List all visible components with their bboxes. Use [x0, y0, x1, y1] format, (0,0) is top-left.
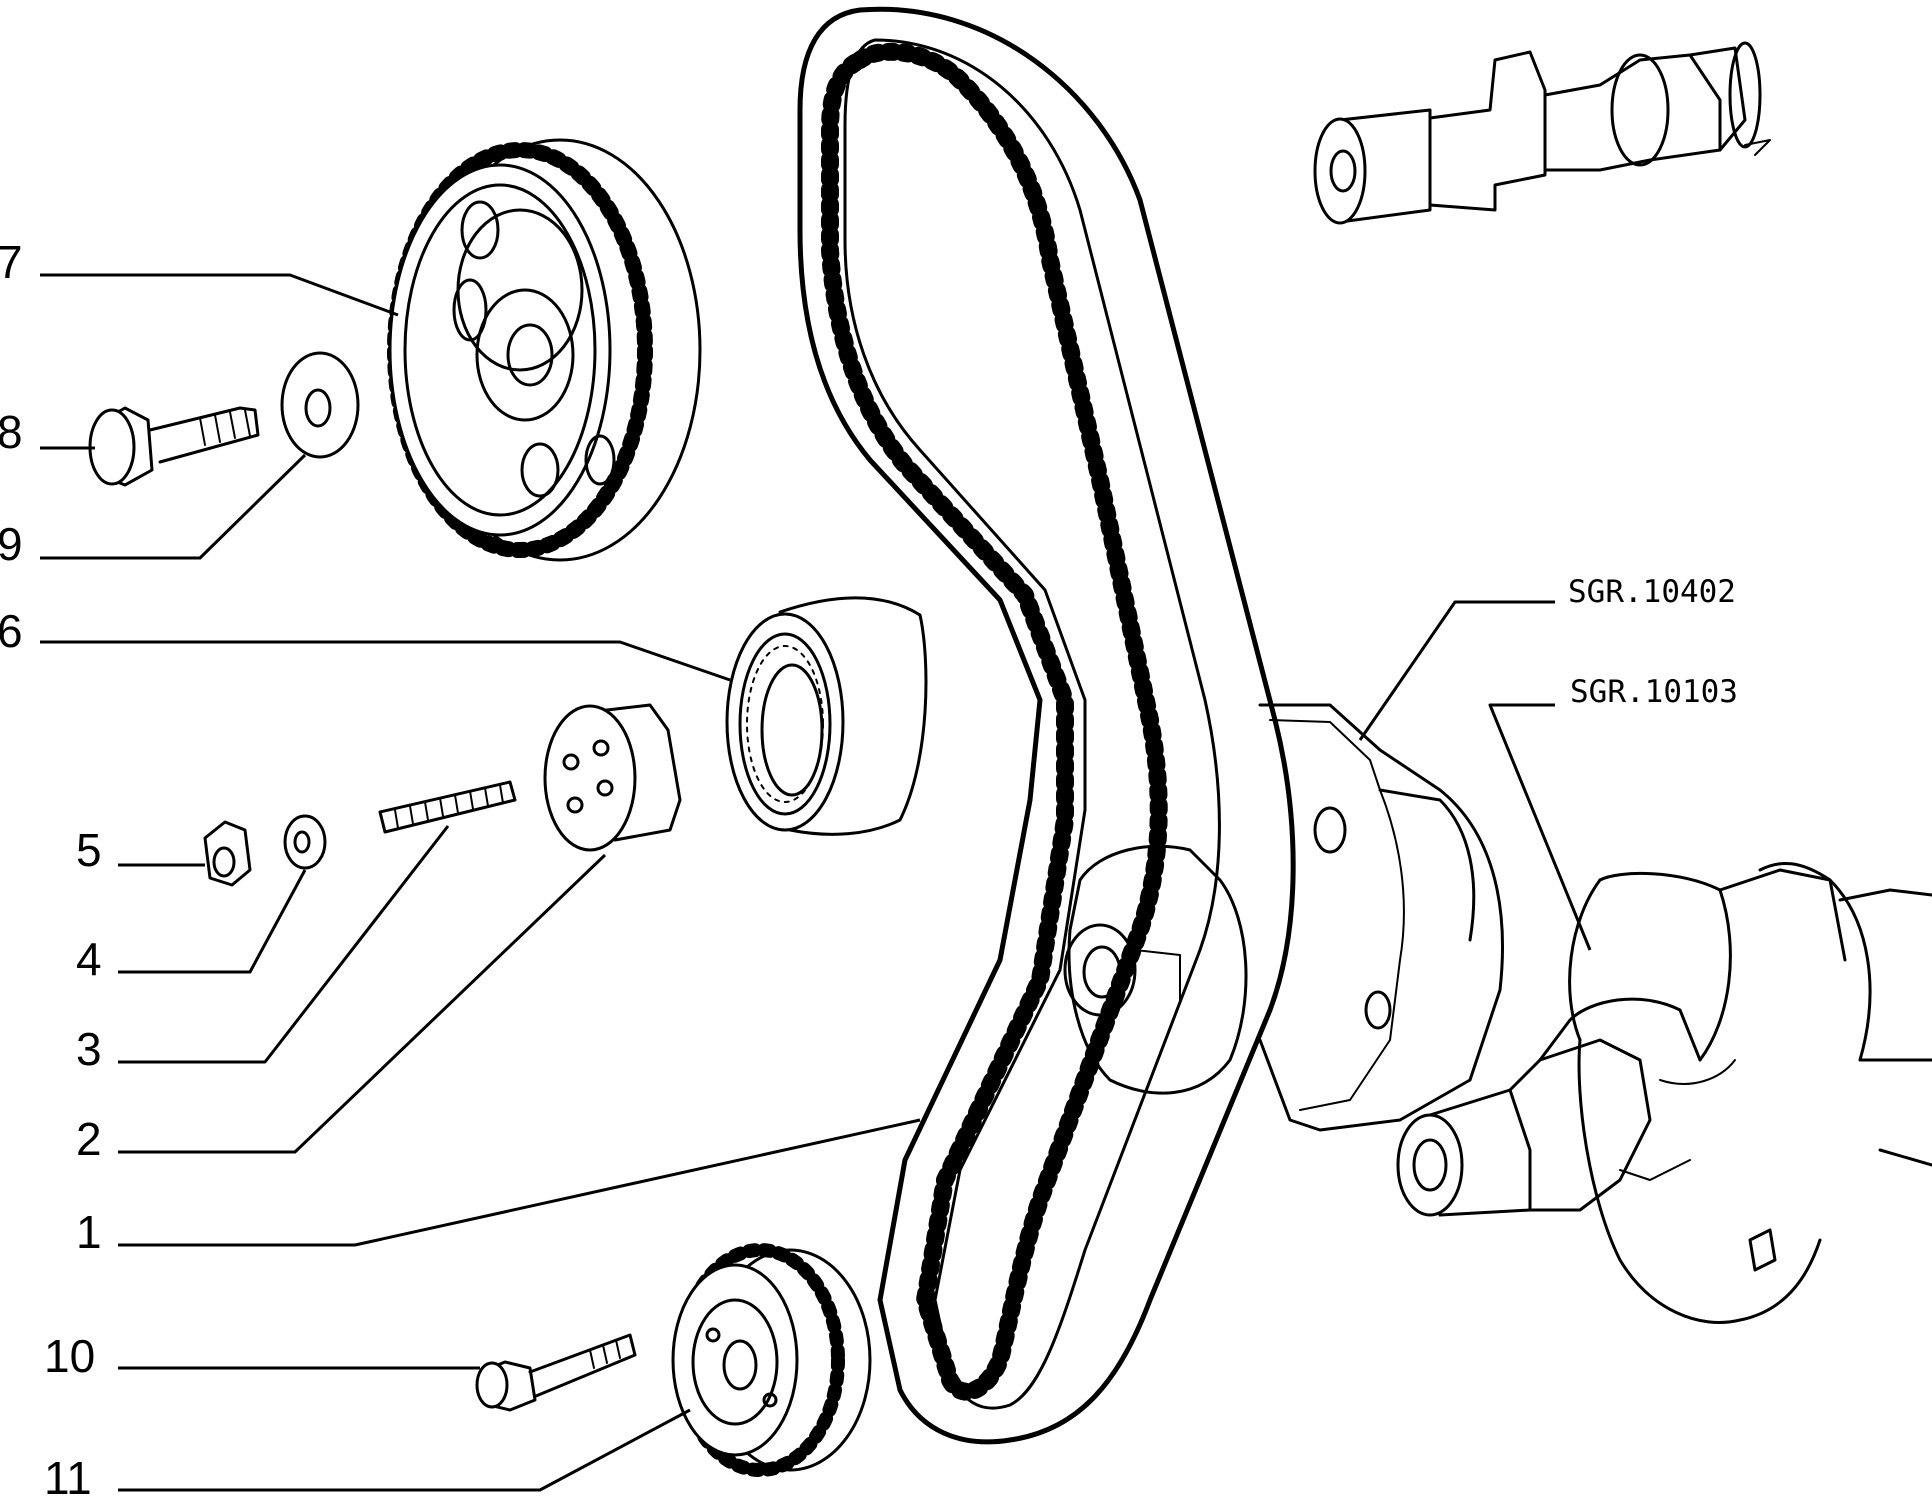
- leader-lines: [40, 273, 1592, 1492]
- leader-line-9: [40, 453, 307, 560]
- camshaft: [1313, 41, 1771, 225]
- tensioner-hub: [543, 703, 682, 852]
- callout-5: 5: [76, 824, 102, 876]
- callout-1: 1: [76, 1206, 102, 1258]
- crankshaft-pulley: [671, 1243, 872, 1477]
- callout-10: 10: [44, 1330, 95, 1382]
- stud-nut: [203, 820, 252, 887]
- callout-7: 7: [0, 236, 23, 288]
- callout-9: 9: [0, 518, 23, 570]
- callout-6: 6: [0, 605, 23, 657]
- pump-housing: [1063, 703, 1504, 1132]
- callout-8: 8: [0, 406, 23, 458]
- callout-labels: 7 8 9 6 5 4 3 2 1 10 11: [0, 236, 102, 1496]
- crankshaft: [1396, 861, 1932, 1324]
- tensioner-bearing: [725, 596, 928, 836]
- reference-sgr-10103: SGR.10103: [1570, 674, 1738, 710]
- camshaft-bolt: [88, 406, 260, 487]
- callout-2: 2: [76, 1113, 102, 1165]
- leader-line-sgr-10402: [1358, 600, 1555, 741]
- reference-labels: SGR.10402 SGR.10103: [1568, 574, 1738, 710]
- pulley-washer: [280, 351, 360, 459]
- leader-line-11: [118, 1408, 691, 1492]
- leader-line-2: [118, 853, 607, 1154]
- timing-belt: [797, 6, 1296, 1445]
- tensioner-stud: [378, 780, 517, 834]
- callout-11: 11: [44, 1452, 92, 1496]
- leader-line-3: [118, 825, 450, 1064]
- leader-line-1: [118, 1118, 921, 1247]
- leader-line-7: [40, 273, 399, 317]
- camshaft-pulley: [387, 138, 702, 562]
- callout-4: 4: [76, 933, 102, 985]
- reference-sgr-10402: SGR.10402: [1568, 574, 1736, 610]
- callout-3: 3: [76, 1023, 102, 1075]
- leader-line-4: [118, 869, 307, 974]
- crankshaft-bolt: [475, 1333, 637, 1412]
- leader-line-6: [40, 640, 731, 682]
- leader-line-sgr-10103: [1488, 703, 1592, 951]
- stud-washer: [283, 814, 327, 870]
